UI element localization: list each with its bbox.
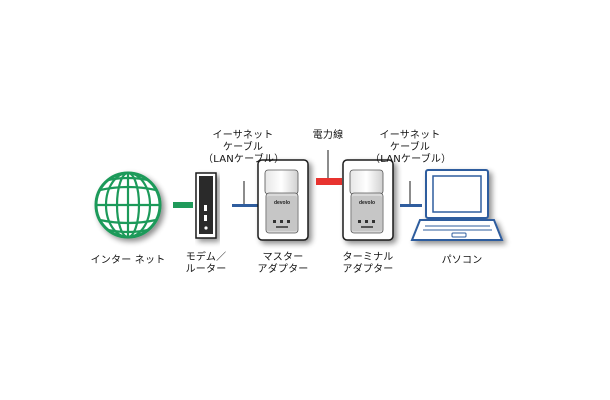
modem-label: モデム／ ルーター	[176, 252, 236, 276]
ethernet-label-right: イーサネット ケーブル （LANケーブル）	[370, 130, 452, 166]
internet-label: インター ネット	[88, 255, 168, 267]
master-adapter-label-line2: アダプター	[257, 264, 309, 275]
power-line-label-text: 電力線	[312, 130, 344, 141]
ethernet-label-right-line3: （LANケーブル）	[370, 154, 452, 165]
terminal-adapter-icon	[342, 159, 394, 241]
master-adapter-label: マスター アダプター	[248, 252, 318, 276]
modem-label-line2: ルーター	[185, 264, 227, 275]
globe-icon	[94, 171, 162, 239]
internet-link	[173, 202, 193, 208]
pc-label-text: パソコン	[441, 255, 483, 266]
ethernet-label-right-line2: ケーブル	[389, 142, 431, 153]
master-adapter-icon	[257, 159, 309, 241]
ethernet-label-left: イーサネット ケーブル （LANケーブル）	[203, 130, 285, 166]
terminal-adapter-brand: devolo	[359, 200, 375, 206]
terminal-adapter-label-line1: ターミナル	[342, 252, 394, 263]
pc-label: パソコン	[427, 255, 497, 267]
ethernet-label-left-line2: ケーブル	[222, 142, 264, 153]
ethernet-label-left-line3: （LANケーブル）	[203, 154, 285, 165]
power-line	[316, 150, 342, 185]
power-line-label: 電力線	[298, 130, 358, 142]
ethernet-cable-right	[400, 181, 422, 207]
ethernet-label-left-line1: イーサネット	[212, 130, 274, 141]
internet-label-text: インター ネット	[90, 255, 166, 266]
terminal-adapter-label: ターミナル アダプター	[333, 252, 403, 276]
terminal-adapter-label-line2: アダプター	[342, 264, 394, 275]
modem-router-icon	[195, 172, 217, 239]
master-adapter-brand: devolo	[274, 200, 290, 206]
ethernet-label-right-line1: イーサネット	[379, 130, 441, 141]
master-adapter-label-line1: マスター	[262, 252, 304, 263]
ethernet-cable-left	[232, 181, 258, 207]
modem-label-line1: モデム／	[185, 252, 227, 263]
laptop-icon	[410, 169, 504, 241]
